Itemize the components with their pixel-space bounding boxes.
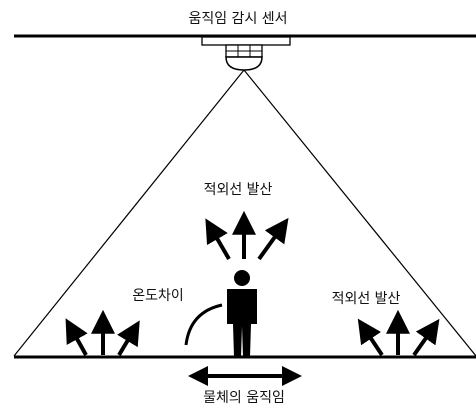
arrow-icon xyxy=(257,217,289,261)
arrow-icon xyxy=(65,318,88,356)
temperature-arc xyxy=(184,303,223,346)
temperature-difference-label: 온도차이 xyxy=(132,288,184,304)
motion-sensor-icon xyxy=(201,36,291,71)
person-icon xyxy=(227,270,257,357)
object-motion-label: 물체의 움직임 xyxy=(203,390,285,406)
ir-arrows-right xyxy=(357,309,440,357)
arrow-icon xyxy=(205,218,231,261)
arrow-icon xyxy=(412,318,440,357)
ir-emission-right-label: 적외선 발산 xyxy=(332,291,401,307)
detection-cone-right xyxy=(243,69,476,357)
sensor-title: 움직임 감시 센서 xyxy=(188,11,287,27)
ir-emission-center-label: 적외선 발산 xyxy=(204,182,273,198)
ir-arrows-center xyxy=(205,210,289,261)
ir-arrows-left xyxy=(65,309,140,357)
arrow-icon xyxy=(117,320,140,357)
detection-cone-left xyxy=(13,69,245,357)
arrow-icon xyxy=(357,318,384,357)
